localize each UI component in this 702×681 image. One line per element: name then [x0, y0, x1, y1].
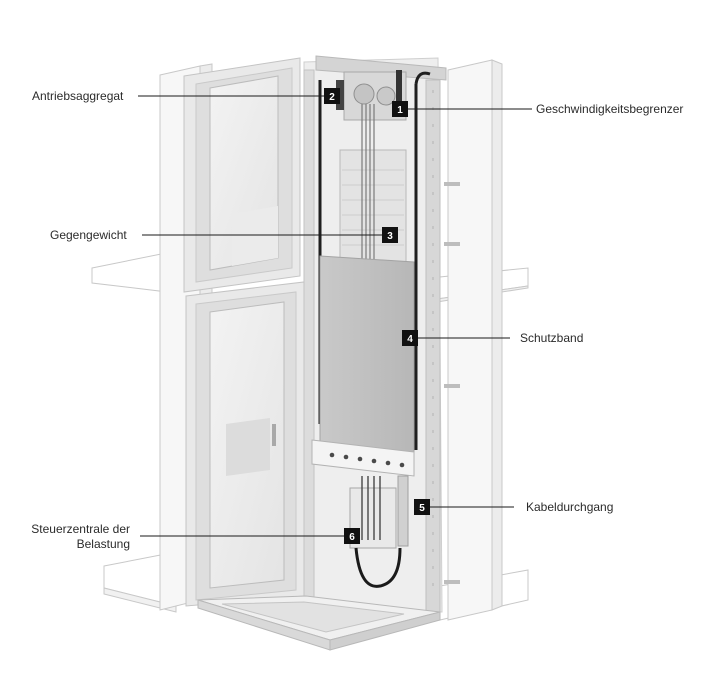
upper-door — [183, 57, 301, 293]
svg-text:1: 1 — [397, 105, 403, 116]
svg-text:3: 3 — [387, 231, 393, 242]
label-antriebsaggregat: Antriebsaggregat — [32, 89, 124, 103]
protection-band — [319, 255, 415, 453]
label-kabeldurchgang: Kabeldurchgang — [526, 500, 614, 514]
callout-badge-5: 5 — [414, 499, 430, 515]
callout-badge-6: 6 — [344, 528, 360, 544]
label-steuerzentrale-line2: Belastung — [76, 537, 130, 551]
cable-duct — [311, 439, 415, 477]
callout-badges: 2 1 3 4 5 6 — [324, 88, 430, 544]
svg-text:2: 2 — [329, 92, 335, 103]
car-floor — [197, 595, 441, 651]
label-steuerzentrale-line1: Steuerzentrale der — [31, 522, 130, 536]
svg-text:4: 4 — [407, 334, 413, 345]
label-schutzband: Schutzband — [520, 331, 584, 345]
lower-door — [185, 281, 305, 607]
label-gegengewicht: Gegengewicht — [50, 228, 127, 242]
label-geschwindigkeitsbegrenzer: Geschwindigkeitsbegrenzer — [536, 102, 684, 116]
svg-text:5: 5 — [419, 503, 425, 514]
leader-lines — [138, 95, 532, 537]
callout-badge-4: 4 — [402, 330, 418, 346]
svg-text:6: 6 — [349, 532, 355, 543]
callout-badge-2: 2 — [324, 88, 340, 104]
callout-badge-3: 3 — [382, 227, 398, 243]
callout-badge-1: 1 — [392, 101, 408, 117]
counterweight — [339, 104, 407, 440]
